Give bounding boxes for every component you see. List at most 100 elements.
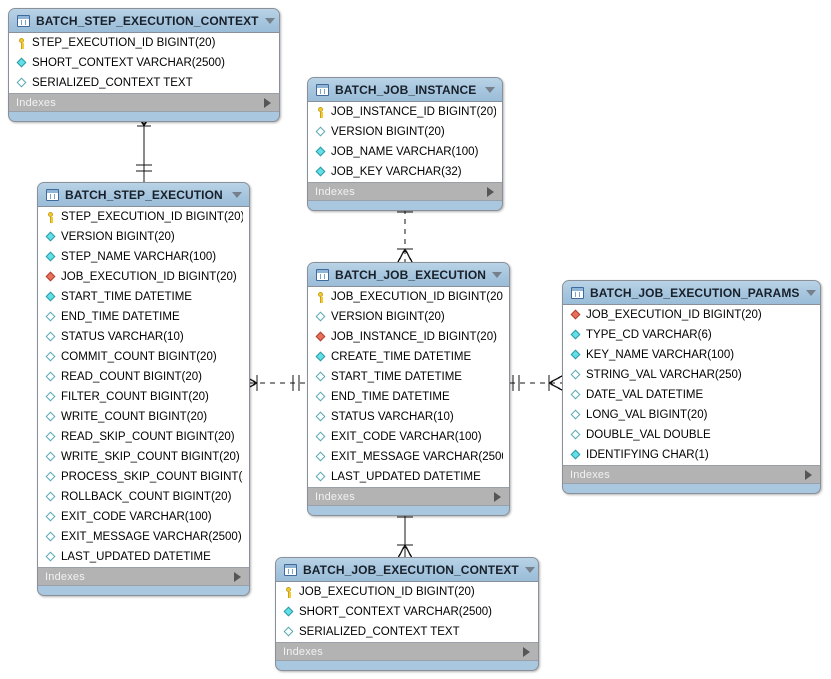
entity-header[interactable]: BATCH_JOB_EXECUTION_CONTEXT	[276, 558, 538, 582]
table-icon	[17, 14, 30, 27]
chevron-down-icon[interactable]	[492, 271, 503, 278]
column-row[interactable]: END_TIME DATETIME	[308, 387, 509, 407]
column-row[interactable]: JOB_INSTANCE_ID BIGINT(20)	[308, 102, 502, 122]
chevron-right-icon[interactable]	[523, 646, 530, 657]
column-row[interactable]: JOB_NAME VARCHAR(100)	[308, 142, 502, 162]
chevron-down-icon[interactable]	[805, 289, 816, 296]
column-row[interactable]: EXIT_CODE VARCHAR(100)	[308, 427, 509, 447]
column-row[interactable]: JOB_INSTANCE_ID BIGINT(20)	[308, 327, 509, 347]
column-row[interactable]: STATUS VARCHAR(10)	[308, 407, 509, 427]
column-row[interactable]: LAST_UPDATED DATETIME	[308, 467, 509, 487]
indexes-section-toggle[interactable]: Indexes	[276, 643, 538, 661]
column-row[interactable]: EXIT_MESSAGE VARCHAR(2500)	[38, 527, 249, 547]
column-row[interactable]: EXIT_CODE VARCHAR(100)	[38, 507, 249, 527]
column-row[interactable]: VERSION BIGINT(20)	[308, 122, 502, 142]
foreign-key-icon	[315, 332, 326, 343]
column-row[interactable]: WRITE_COUNT BIGINT(20)	[38, 407, 249, 427]
nullable-column-icon	[570, 430, 581, 441]
entity-header[interactable]: BATCH_JOB_INSTANCE	[308, 78, 502, 102]
indexes-label: Indexes	[315, 185, 355, 198]
column-row[interactable]: JOB_EXECUTION_ID BIGINT(20)	[308, 287, 509, 307]
column-row[interactable]: ROLLBACK_COUNT BIGINT(20)	[38, 487, 249, 507]
column-label: SHORT_CONTEXT VARCHAR(2500)	[299, 606, 492, 618]
column-row[interactable]: SHORT_CONTEXT VARCHAR(2500)	[9, 53, 279, 73]
column-label: JOB_KEY VARCHAR(32)	[331, 166, 462, 178]
column-row[interactable]: VERSION BIGINT(20)	[308, 307, 509, 327]
column-label: EXIT_CODE VARCHAR(100)	[331, 431, 482, 443]
entity-header[interactable]: BATCH_JOB_EXECUTION_PARAMS	[563, 281, 820, 305]
column-row[interactable]: VERSION BIGINT(20)	[38, 227, 249, 247]
column-label: JOB_NAME VARCHAR(100)	[331, 146, 479, 158]
indexes-section-toggle[interactable]: Indexes	[38, 568, 249, 586]
column-row[interactable]: STATUS VARCHAR(10)	[38, 327, 249, 347]
indexes-section-toggle[interactable]: Indexes	[9, 94, 279, 112]
column-row[interactable]: READ_SKIP_COUNT BIGINT(20)	[38, 427, 249, 447]
column-row[interactable]: IDENTIFYING CHAR(1)	[563, 445, 820, 465]
column-row[interactable]: EXIT_MESSAGE VARCHAR(2500)	[308, 447, 509, 467]
entity-name: BATCH_JOB_EXECUTION_PARAMS	[590, 285, 800, 300]
chevron-down-icon[interactable]	[264, 17, 275, 24]
chevron-down-icon[interactable]	[524, 566, 535, 573]
column-label: WRITE_COUNT BIGINT(20)	[61, 411, 208, 423]
primary-key-icon	[315, 291, 326, 303]
nullable-column-icon	[45, 492, 56, 503]
column-row[interactable]: STEP_EXECUTION_ID BIGINT(20)	[9, 33, 279, 53]
entity-table-batch_job_execution_params[interactable]: BATCH_JOB_EXECUTION_PARAMS JOB_EXECUTION_…	[562, 280, 821, 494]
chevron-down-icon[interactable]	[232, 191, 242, 198]
relationship-job-execution-params	[510, 375, 563, 391]
column-row[interactable]: SERIALIZED_CONTEXT TEXT	[9, 73, 279, 93]
column-row[interactable]: CREATE_TIME DATETIME	[308, 347, 509, 367]
chevron-right-icon[interactable]	[805, 469, 812, 480]
chevron-right-icon[interactable]	[494, 491, 501, 502]
chevron-down-icon[interactable]	[485, 86, 495, 93]
column-row[interactable]: PROCESS_SKIP_COUNT BIGINT(20)	[38, 467, 249, 487]
column-row[interactable]: STEP_NAME VARCHAR(100)	[38, 247, 249, 267]
column-row[interactable]: JOB_EXECUTION_ID BIGINT(20)	[276, 582, 538, 602]
column-row[interactable]: FILTER_COUNT BIGINT(20)	[38, 387, 249, 407]
not-null-column-icon	[315, 167, 326, 178]
column-row[interactable]: LAST_UPDATED DATETIME	[38, 547, 249, 567]
column-label: VERSION BIGINT(20)	[61, 231, 175, 243]
nullable-column-icon	[570, 390, 581, 401]
not-null-column-icon	[283, 607, 294, 618]
entity-header[interactable]: BATCH_STEP_EXECUTION_CONTEXT	[9, 9, 279, 33]
nullable-column-icon	[283, 627, 294, 638]
not-null-column-icon	[570, 450, 581, 461]
indexes-section-toggle[interactable]: Indexes	[308, 183, 502, 201]
nullable-column-icon	[315, 452, 326, 463]
indexes-section-toggle[interactable]: Indexes	[563, 466, 820, 484]
table-icon	[316, 83, 329, 96]
column-row[interactable]: COMMIT_COUNT BIGINT(20)	[38, 347, 249, 367]
nullable-column-icon	[45, 452, 56, 463]
column-row[interactable]: START_TIME DATETIME	[38, 287, 249, 307]
column-list: JOB_INSTANCE_ID BIGINT(20)VERSION BIGINT…	[308, 102, 502, 183]
column-row[interactable]: START_TIME DATETIME	[308, 367, 509, 387]
entity-header[interactable]: BATCH_JOB_EXECUTION	[308, 263, 509, 287]
chevron-right-icon[interactable]	[487, 186, 494, 197]
column-row[interactable]: TYPE_CD VARCHAR(6)	[563, 325, 820, 345]
indexes-section-toggle[interactable]: Indexes	[308, 488, 509, 506]
column-row[interactable]: DOUBLE_VAL DOUBLE	[563, 425, 820, 445]
column-row[interactable]: SERIALIZED_CONTEXT TEXT	[276, 622, 538, 642]
column-row[interactable]: END_TIME DATETIME	[38, 307, 249, 327]
entity-header[interactable]: BATCH_STEP_EXECUTION	[38, 183, 249, 207]
chevron-right-icon[interactable]	[264, 97, 271, 108]
column-row[interactable]: JOB_KEY VARCHAR(32)	[308, 162, 502, 182]
column-row[interactable]: DATE_VAL DATETIME	[563, 385, 820, 405]
column-row[interactable]: WRITE_SKIP_COUNT BIGINT(20)	[38, 447, 249, 467]
column-row[interactable]: LONG_VAL BIGINT(20)	[563, 405, 820, 425]
column-row[interactable]: JOB_EXECUTION_ID BIGINT(20)	[38, 267, 249, 287]
column-row[interactable]: KEY_NAME VARCHAR(100)	[563, 345, 820, 365]
column-row[interactable]: STRING_VAL VARCHAR(250)	[563, 365, 820, 385]
column-row[interactable]: JOB_EXECUTION_ID BIGINT(20)	[563, 305, 820, 325]
column-row[interactable]: SHORT_CONTEXT VARCHAR(2500)	[276, 602, 538, 622]
column-row[interactable]: READ_COUNT BIGINT(20)	[38, 367, 249, 387]
column-row[interactable]: STEP_EXECUTION_ID BIGINT(20)	[38, 207, 249, 227]
chevron-right-icon[interactable]	[234, 571, 241, 582]
